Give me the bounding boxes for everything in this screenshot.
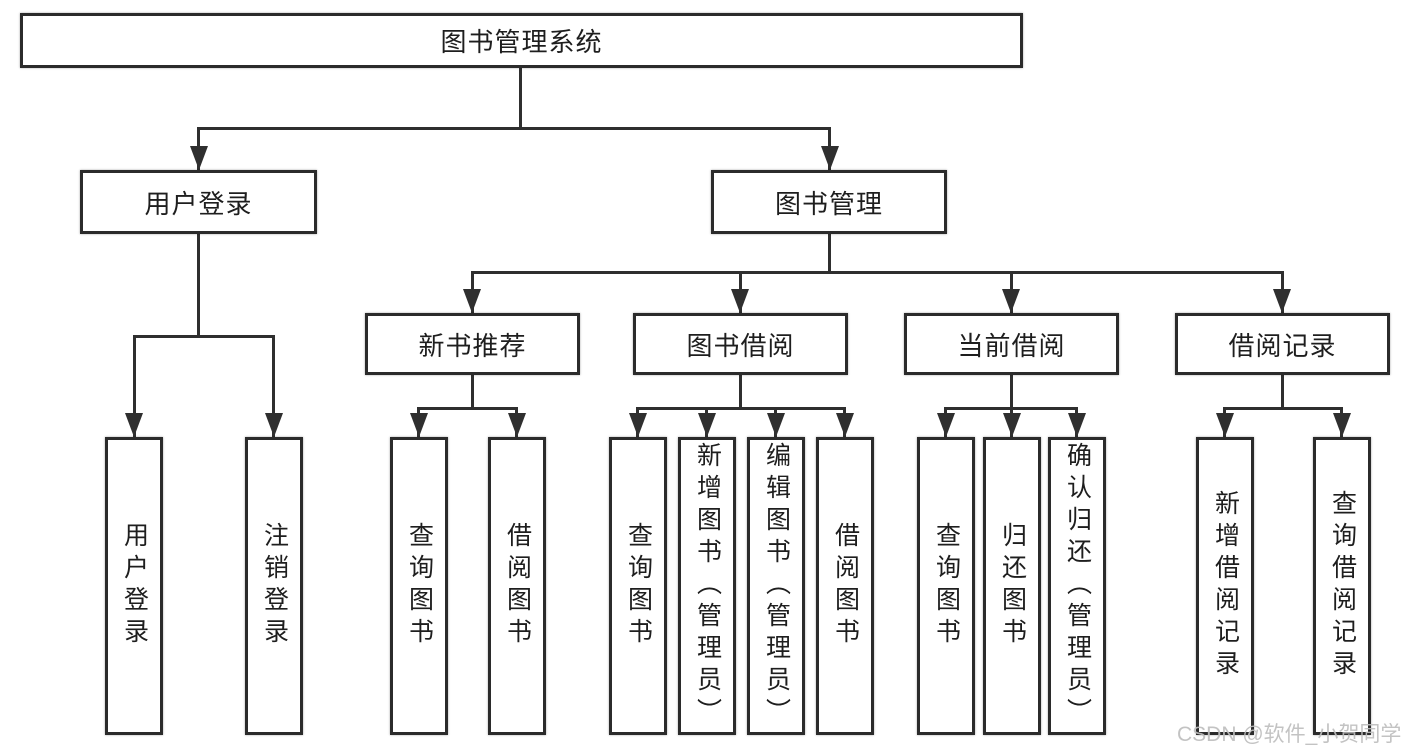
leaf-query-books-borrow: 查询图书 xyxy=(609,437,667,735)
connector-line xyxy=(1010,375,1013,407)
connector-line xyxy=(471,271,1284,274)
node-book-borrowing: 图书借阅 xyxy=(633,313,848,375)
node-current-borrowing: 当前借阅 xyxy=(904,313,1119,375)
node-user-login: 用户登录 xyxy=(80,170,317,234)
leaf-user-login: 用户登录 xyxy=(105,437,163,735)
arrow-down-icon xyxy=(410,413,428,437)
node-label: 新增图书（管理员） xyxy=(693,442,722,730)
leaf-edit-books-admin: 编辑图书（管理员） xyxy=(747,437,805,735)
leaf-query-books-current: 查询图书 xyxy=(917,437,975,735)
node-label: 用户登录 xyxy=(144,188,253,219)
arrow-down-icon xyxy=(190,146,208,170)
leaf-borrow-books: 借阅图书 xyxy=(816,437,874,735)
arrow-down-icon xyxy=(1068,413,1086,437)
connector-line xyxy=(1281,375,1284,407)
arrow-down-icon xyxy=(1002,289,1020,313)
leaf-add-books-admin: 新增图书（管理员） xyxy=(678,437,736,735)
watermark: CSDN @软件_小贺同学 xyxy=(1177,723,1402,746)
node-new-book-recommend: 新书推荐 xyxy=(365,313,580,375)
arrow-down-icon xyxy=(836,413,854,437)
arrow-down-icon xyxy=(265,413,283,437)
arrow-down-icon xyxy=(821,146,839,170)
connector-line xyxy=(417,407,518,410)
connector-line xyxy=(636,407,846,410)
arrow-down-icon xyxy=(1003,413,1021,437)
arrow-down-icon xyxy=(1333,413,1351,437)
node-library-management-system: 图书管理系统 xyxy=(20,13,1023,68)
connector-line xyxy=(828,234,831,271)
arrow-down-icon xyxy=(698,413,716,437)
node-label: 查询图书 xyxy=(624,522,653,650)
connector-line xyxy=(197,234,200,335)
node-label: 查询图书 xyxy=(932,522,961,650)
leaf-confirm-return-admin: 确认归还（管理员） xyxy=(1048,437,1106,735)
node-label: 图书管理 xyxy=(774,188,883,219)
leaf-return-books: 归还图书 xyxy=(983,437,1041,735)
leaf-query-books-recommend: 查询图书 xyxy=(390,437,448,735)
arrow-down-icon xyxy=(463,289,481,313)
node-label: 新增借阅记录 xyxy=(1211,490,1240,682)
arrow-down-icon xyxy=(508,413,526,437)
node-book-management: 图书管理 xyxy=(711,170,947,234)
arrow-down-icon xyxy=(629,413,647,437)
node-label: 注销登录 xyxy=(260,522,289,650)
connector-line xyxy=(739,375,742,407)
leaf-logout: 注销登录 xyxy=(245,437,303,735)
node-label: 当前借阅 xyxy=(957,330,1066,361)
leaf-query-borrow-record: 查询借阅记录 xyxy=(1313,437,1371,735)
node-label: 用户登录 xyxy=(120,522,149,650)
arrow-down-icon xyxy=(125,413,143,437)
node-label: 图书管理系统 xyxy=(440,27,603,57)
node-label: 借阅图书 xyxy=(831,522,860,650)
node-label: 借阅记录 xyxy=(1228,330,1337,361)
node-label: 归还图书 xyxy=(998,522,1027,650)
node-borrowing-records: 借阅记录 xyxy=(1175,313,1390,375)
connector-line xyxy=(133,335,275,338)
arrow-down-icon xyxy=(1273,289,1291,313)
node-label: 查询图书 xyxy=(405,522,434,650)
leaf-add-borrow-record: 新增借阅记录 xyxy=(1196,437,1254,735)
connector-line xyxy=(1223,407,1343,410)
connector-line xyxy=(133,335,136,437)
arrow-down-icon xyxy=(731,289,749,313)
arrow-down-icon xyxy=(1216,413,1234,437)
connector-line xyxy=(197,127,831,130)
leaf-borrow-books-recommend: 借阅图书 xyxy=(488,437,546,735)
node-label: 编辑图书（管理员） xyxy=(762,442,791,730)
arrow-down-icon xyxy=(937,413,955,437)
node-label: 查询借阅记录 xyxy=(1328,490,1357,682)
connector-line xyxy=(471,375,474,407)
connector-line xyxy=(272,335,275,437)
arrow-down-icon xyxy=(767,413,785,437)
node-label: 图书借阅 xyxy=(686,330,795,361)
node-label: 确认归还（管理员） xyxy=(1063,442,1092,730)
connector-line xyxy=(519,68,522,128)
node-label: 新书推荐 xyxy=(418,330,527,361)
node-label: 借阅图书 xyxy=(503,522,532,650)
